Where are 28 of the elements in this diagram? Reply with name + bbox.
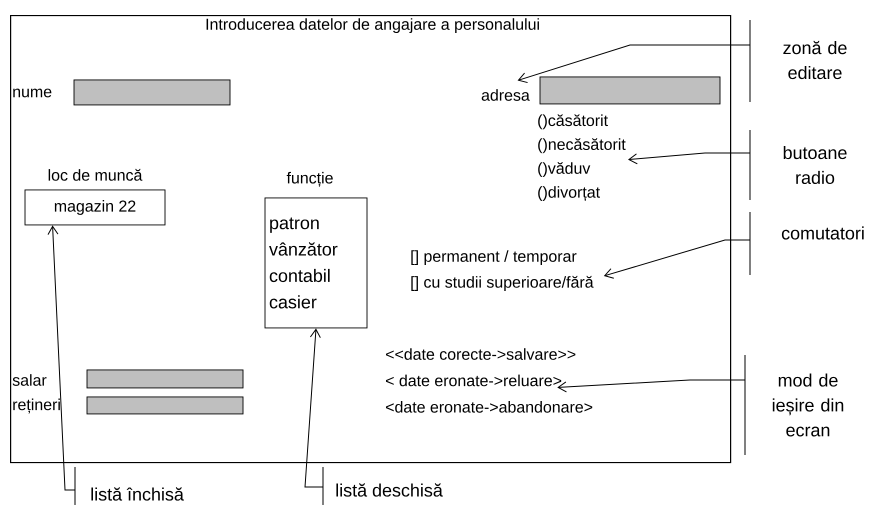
leader-arrow: [557, 379, 746, 392]
node-label: casier: [270, 295, 317, 308]
list-heading: funcție: [286, 172, 333, 187]
field-label: rețineri: [13, 398, 60, 414]
annotation-text: mod de ieșire din ecran: [772, 374, 844, 436]
leader-arrow: [604, 239, 750, 279]
node-label: vânzător: [269, 242, 338, 256]
field-label: nume: [13, 88, 52, 98]
annotation-text: comutatori: [782, 226, 864, 240]
annotation-text: butoane radio: [784, 146, 847, 184]
screen-title: Introducerea datelor de angajare a personalului: [206, 18, 539, 34]
open-list-box: patron vânzător contabil casier: [264, 198, 368, 328]
leader-arrow: [304, 328, 324, 488]
annotation-text: zonă de editare: [783, 40, 847, 80]
field-label: salar: [12, 374, 46, 386]
annotation-text: listă deschisă: [336, 483, 443, 497]
node-label: patron: [270, 218, 319, 233]
leader-arrow: [628, 152, 750, 164]
checkbox-options: [] permanent / temporar [] cu studii superioare/fără: [411, 250, 594, 291]
list-heading: loc de muncă: [48, 168, 142, 181]
exit-options: <<date corecte->salvare>> < date eronate->reluare> <date eronate->abandonare>: [386, 348, 592, 413]
annotation-text: listă închisă: [91, 487, 184, 501]
closed-list-box: magazin 22: [24, 190, 166, 226]
leader-arrow: [47, 225, 76, 490]
field-label: adresa: [482, 89, 530, 101]
node-label: contabil: [270, 268, 330, 282]
leader-arrow: [518, 44, 750, 84]
radio-options: ()căsătorit ()necăsătorit ()văduv ()divorțat: [538, 114, 626, 202]
